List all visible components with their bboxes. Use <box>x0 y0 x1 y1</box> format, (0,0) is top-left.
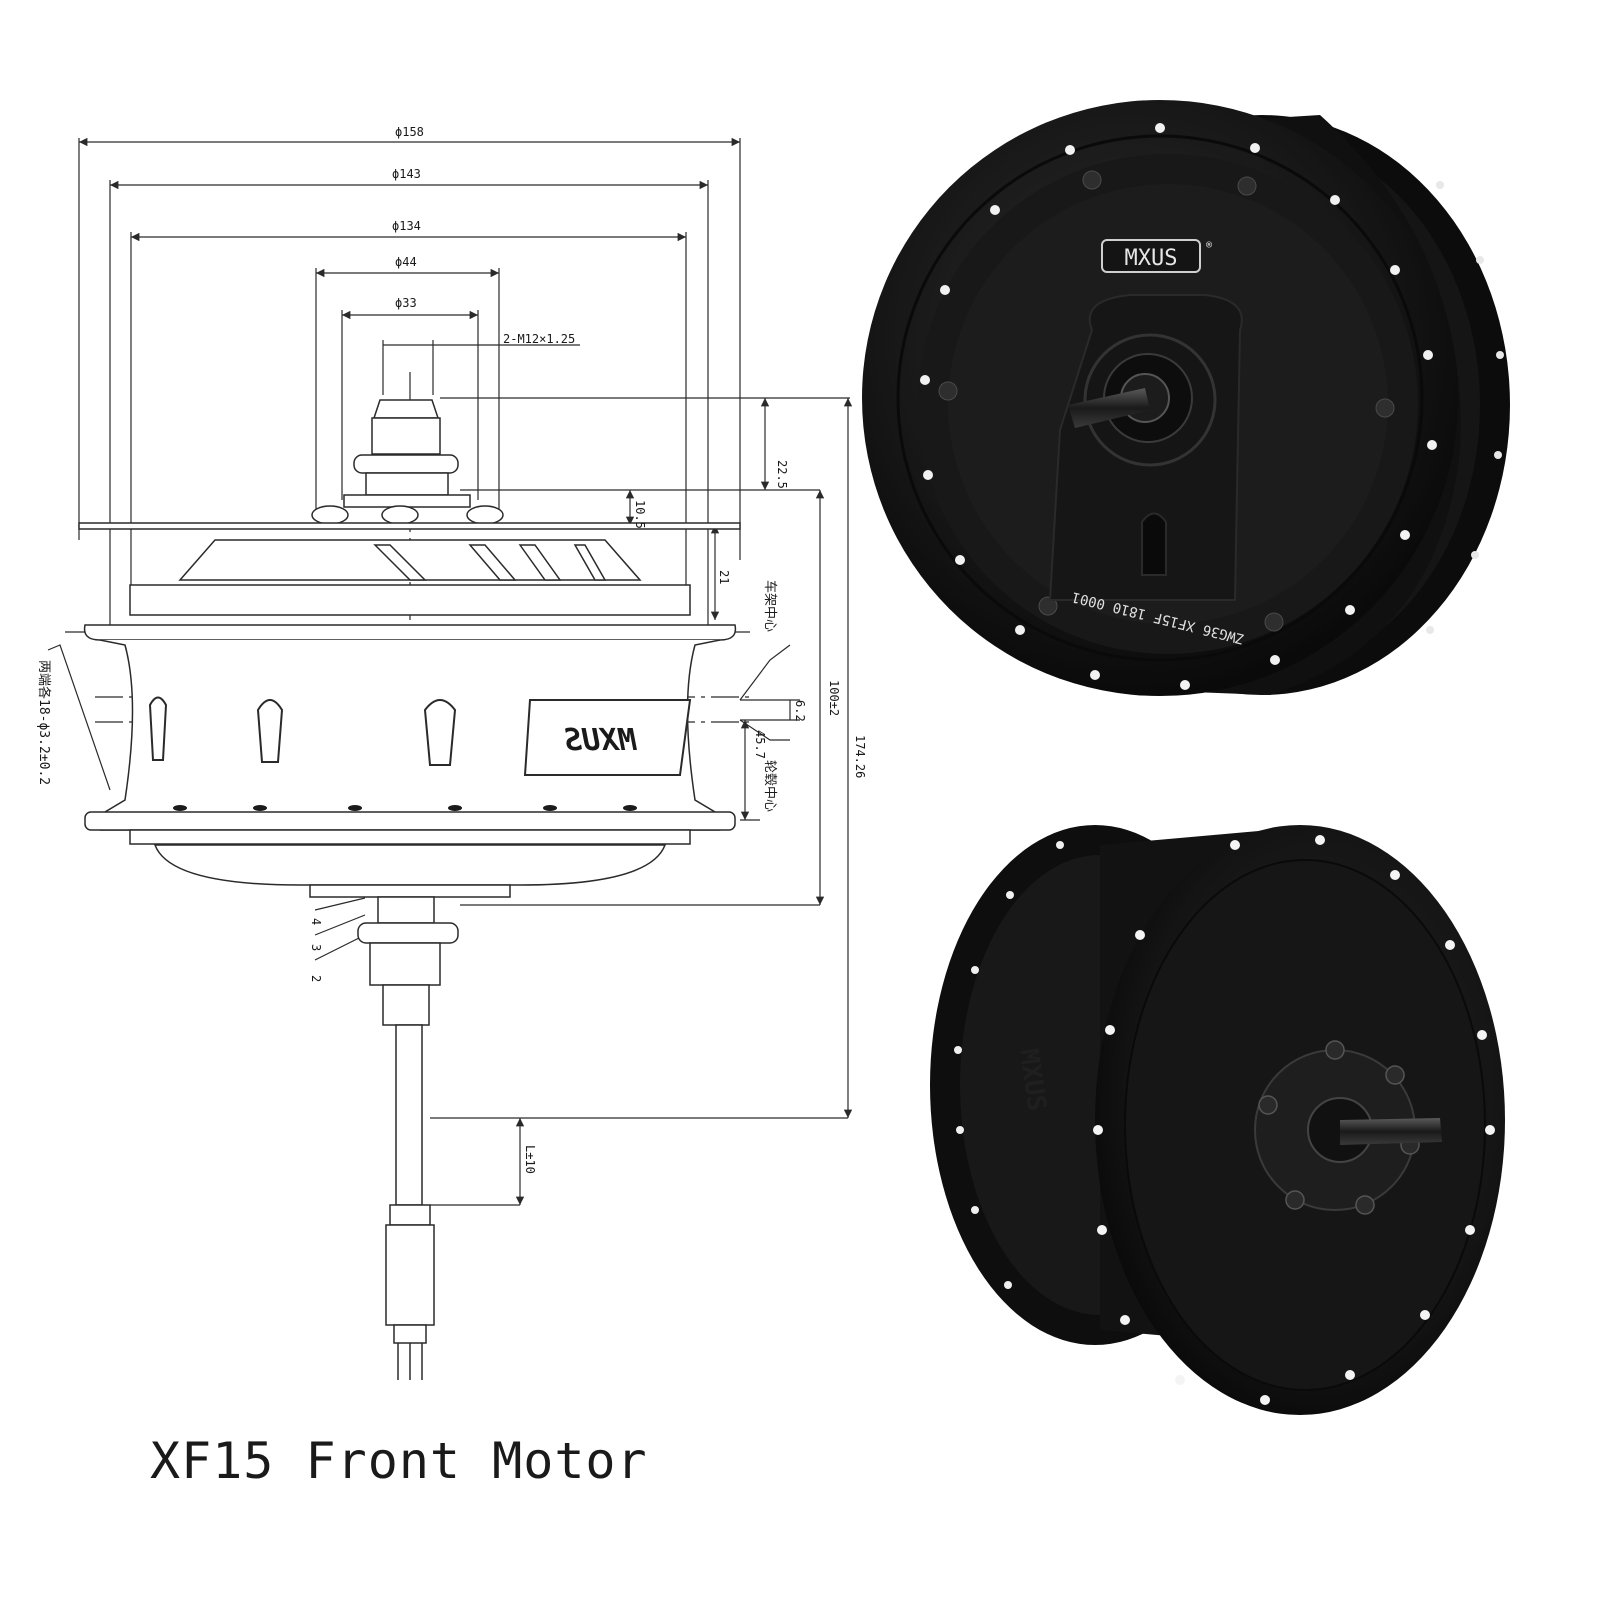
dim-143: ϕ143 <box>392 167 421 181</box>
dim-22-5: 22.5 <box>775 460 789 489</box>
dim-6-2: 6.2 <box>793 700 807 722</box>
side-slots <box>148 696 457 766</box>
callout-3: 3 <box>309 944 323 951</box>
dim-21: 21 <box>717 570 731 584</box>
dim-side-holes: 两端各18-ϕ3.2±0.2 <box>36 660 52 785</box>
dim-134: ϕ134 <box>392 219 421 233</box>
dim-45-7: 45.7 <box>753 730 767 759</box>
callout-4: 4 <box>309 918 323 925</box>
drawing-brand-plate: MXUS <box>523 699 692 776</box>
dim-cable-length: L±10 <box>523 1145 537 1174</box>
photo-hub-front: MXUS ® ZWG36 XF15F 1810 0001 <box>862 100 1510 696</box>
dim-174-26: 174.26 <box>853 735 867 778</box>
label-frame-center: 车架中心 <box>762 580 778 632</box>
dim-10-5: 10.5 <box>633 500 647 529</box>
flange-holes <box>173 805 637 811</box>
motor-outline <box>78 399 741 1380</box>
dim-44: ϕ44 <box>395 255 417 269</box>
dim-33: ϕ33 <box>395 296 417 310</box>
callout-2: 2 <box>309 975 323 982</box>
dim-100: 100±2 <box>827 680 841 716</box>
photo-hub-rear: MXUS <box>930 825 1505 1415</box>
photo-registered-mark: ® <box>1206 240 1213 251</box>
photo-brand: MXUS <box>1125 246 1178 271</box>
dimension-labels: ϕ158 ϕ143 ϕ134 ϕ44 ϕ33 2-M12×1.25 22.5 1… <box>36 125 867 1174</box>
label-rim-center: 轮毂中心 <box>762 760 777 812</box>
drawing-brand: MXUS <box>564 723 637 758</box>
dim-thread: 2-M12×1.25 <box>503 332 575 346</box>
dim-158: ϕ158 <box>395 125 424 139</box>
product-caption: XF15 Front Motor <box>150 1432 648 1490</box>
